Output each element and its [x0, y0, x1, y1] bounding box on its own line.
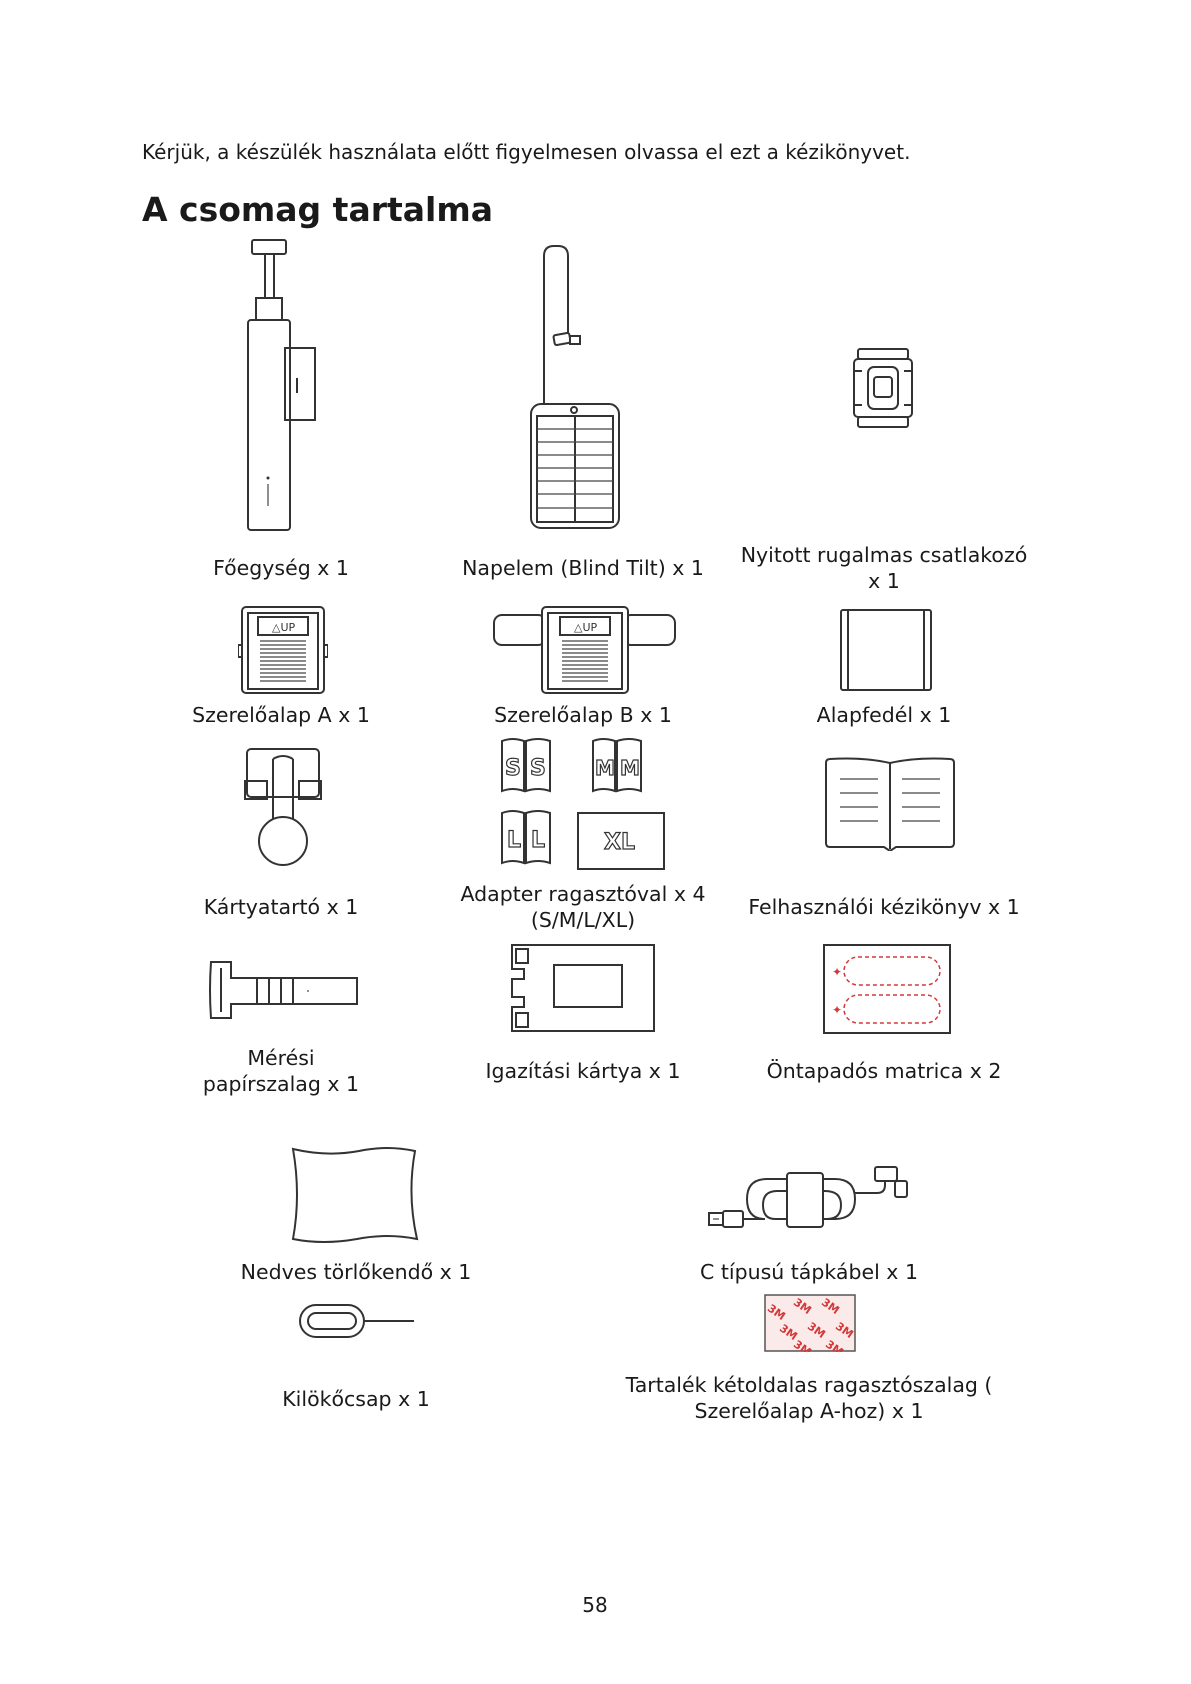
size-m-label: M: [620, 756, 640, 780]
caption-adapter-line1: Adapter ragasztóval x 4: [460, 882, 706, 906]
alignment-card-illustration: [510, 943, 656, 1033]
up-label: UP: [582, 621, 597, 634]
caption-alignment-card: Igazítási kártya x 1: [485, 1059, 681, 1083]
caption-card-holder: Kártyatartó x 1: [203, 895, 359, 919]
mount-a-illustration: △UP: [238, 605, 328, 695]
spare-tape-illustration: 3M 3M 3M 3M 3M 3M 3M 3M: [764, 1294, 856, 1352]
size-s-label: S: [530, 756, 546, 781]
solar-panel-illustration: [530, 244, 630, 529]
svg-text:△UP: △UP: [272, 621, 296, 634]
intro-text: Kérjük, a készülék használata előtt figy…: [142, 140, 911, 164]
caption-spare-tape-line2: Szerelőalap A-hoz) x 1: [694, 1399, 924, 1423]
caption-tape-line1: Mérési: [247, 1046, 315, 1070]
size-xl-label: XL: [604, 830, 635, 855]
caption-tape-line2: papírszalag x 1: [202, 1072, 360, 1096]
caption-sticker: Öntapadós matrica x 2: [766, 1059, 1002, 1083]
size-s-label: S: [505, 756, 521, 781]
size-m-label: M: [595, 756, 615, 780]
caption-adapter-line2: (S/M/L/XL): [530, 908, 636, 932]
eject-pin-illustration: [298, 1303, 416, 1339]
caption-main-unit: Főegység x 1: [213, 556, 349, 580]
measuring-tape-illustration: [207, 958, 359, 1020]
size-l-label: L: [531, 828, 545, 853]
section-title: A csomag tartalma: [142, 190, 493, 229]
card-holder-illustration: [243, 745, 323, 870]
caption-connector-line1: Nyitott rugalmas csatlakozó: [740, 543, 1028, 567]
adhesive-sticker-illustration: ✦ ✦: [822, 943, 952, 1035]
page-number: 58: [582, 1593, 608, 1617]
main-unit-illustration: [230, 238, 320, 538]
caption-connector-line2: x 1: [868, 569, 900, 593]
caption-mount-b: Szerelőalap B x 1: [494, 703, 672, 727]
caption-solar-panel: Napelem (Blind Tilt) x 1: [462, 556, 704, 580]
svg-text:✦: ✦: [832, 1003, 842, 1017]
caption-spare-tape-line1: Tartalék kétoldalas ragasztószalag (: [625, 1373, 993, 1397]
mount-b-illustration: △UP: [492, 605, 677, 695]
adapter-set-illustration: S S M M L L XL: [498, 735, 673, 875]
caption-pin: Kilökőcsap x 1: [282, 1387, 430, 1411]
svg-text:✦: ✦: [832, 965, 842, 979]
user-manual-illustration: [824, 755, 956, 851]
svg-text:△UP: △UP: [574, 621, 598, 634]
flexible-connector-illustration: [852, 347, 917, 429]
up-label: UP: [280, 621, 295, 634]
caption-wipe: Nedves törlőkendő x 1: [240, 1260, 472, 1284]
wet-wipe-illustration: [287, 1145, 421, 1245]
caption-mount-a: Szerelőalap A x 1: [192, 703, 370, 727]
usb-c-cable-illustration: [705, 1163, 911, 1241]
caption-base-cover: Alapfedél x 1: [816, 703, 952, 727]
size-l-label: L: [507, 828, 521, 853]
caption-cable: C típusú tápkábel x 1: [700, 1260, 918, 1284]
base-cover-illustration: [838, 608, 934, 692]
caption-manual: Felhasználói kézikönyv x 1: [748, 895, 1020, 919]
